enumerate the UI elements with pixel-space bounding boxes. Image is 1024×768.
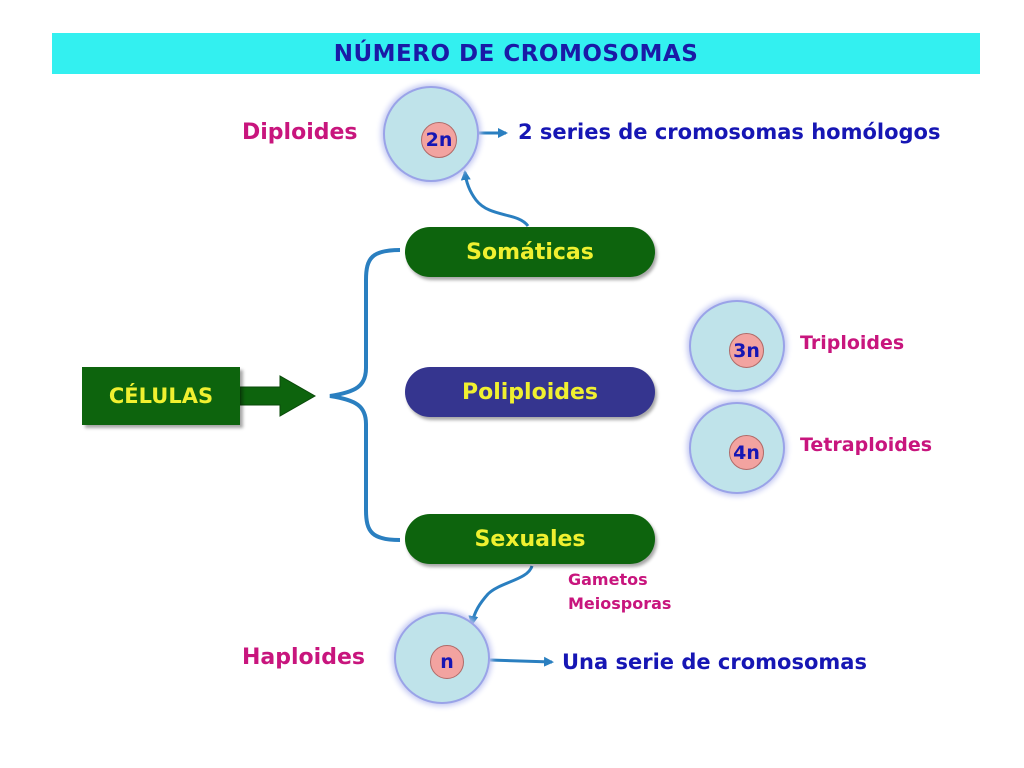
sexuales-to-haploides-arrow (468, 565, 534, 626)
meiosporas-note: Meiosporas (568, 594, 672, 613)
haploides-label: Haploides (242, 645, 365, 670)
tetraploid-cell: 4n (691, 404, 783, 492)
diploid-nucleus: 2n (421, 122, 457, 158)
brace-connector (329, 248, 401, 542)
gametos-note: Gametos (568, 570, 648, 589)
diploides-description: 2 series de cromosomas homólogos (518, 120, 941, 144)
somaticas-pill: Somáticas (405, 227, 655, 277)
title-banner: NÚMERO DE CROMOSOMAS (52, 33, 980, 74)
celulas-label: CÉLULAS (108, 384, 214, 408)
triploides-label: Triploides (800, 332, 905, 354)
triploid-nucleus: 3n (729, 333, 764, 368)
sexuales-pill: Sexuales (405, 514, 655, 564)
diploid-cell: 2n (385, 88, 477, 180)
somaticas-to-diploides-arrow (460, 170, 530, 228)
haploides-description: Una serie de cromosomas (562, 650, 867, 674)
page-title: NÚMERO DE CROMOSOMAS (333, 40, 699, 67)
celulas-arrow (239, 375, 317, 417)
poliploides-pill: Poliploides (405, 367, 655, 417)
poliploides-label: Poliploides (461, 379, 599, 405)
tetraploides-label: Tetraploides (800, 434, 933, 456)
haploid-cell: n (396, 614, 488, 702)
sexuales-label: Sexuales (474, 526, 586, 552)
diploides-label: Diploides (242, 120, 358, 145)
somaticas-label: Somáticas (466, 239, 594, 265)
haploid-nucleus: n (430, 645, 464, 679)
tetraploid-nucleus: 4n (729, 435, 764, 470)
haploides-description-arrow (489, 656, 554, 667)
triploid-cell: 3n (691, 302, 783, 390)
celulas-box: CÉLULAS (82, 367, 240, 425)
